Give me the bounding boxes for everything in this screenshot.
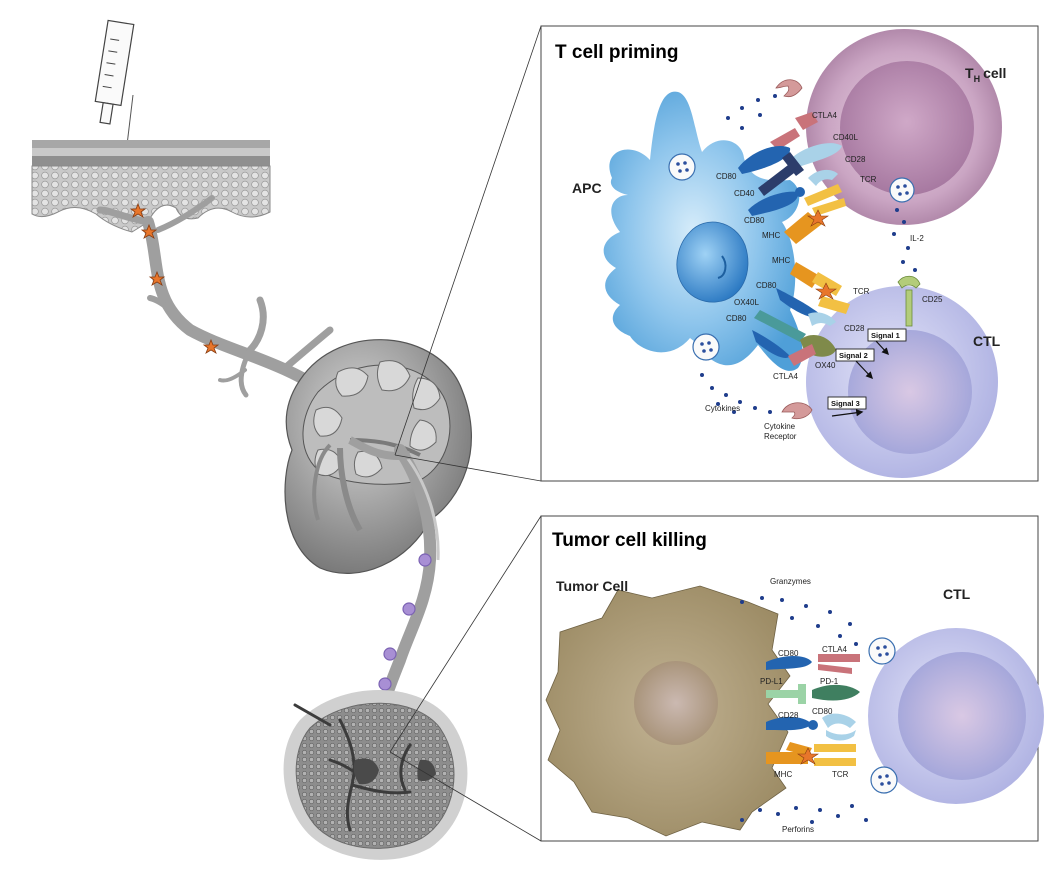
label-ctl-priming: CTL (973, 333, 1001, 349)
label-cd28-k: CD28 (778, 711, 799, 720)
granzyme-dots (740, 596, 858, 646)
skin-tissue (31, 140, 271, 233)
label-ox40l: OX40L (734, 298, 759, 307)
apc-cell (603, 91, 803, 371)
killing-panel: Tumor cell killing (540, 515, 1044, 842)
label-cd80-2: CD80 (744, 216, 765, 225)
label-cd28-2: CD28 (844, 324, 865, 333)
label-ctl-killing: CTL (943, 586, 971, 602)
perforin-dots (740, 804, 868, 824)
label-cd80-k2: CD80 (812, 707, 833, 716)
priming-title: T cell priming (555, 42, 679, 63)
label-tcr-2: TCR (853, 287, 870, 296)
ctl-cell-priming (806, 286, 998, 478)
label-perforins: Perforins (782, 825, 814, 834)
label-cd80-4: CD80 (726, 314, 747, 323)
label-mhc-1: MHC (762, 231, 780, 240)
label-cd25: CD25 (922, 295, 943, 304)
label-apc: APC (572, 180, 602, 196)
label-cytokine-receptor-2: Receptor (764, 432, 797, 441)
label-cd80-k1: CD80 (778, 649, 799, 658)
label-tcr-top: TCR (860, 175, 877, 184)
receptor-molecules (738, 79, 921, 420)
svg-text:Signal 2: Signal 2 (839, 351, 868, 360)
ctl-cell-killing (868, 628, 1044, 804)
label-mhc-k: MHC (774, 770, 792, 779)
label-cd80-1: CD80 (716, 172, 737, 181)
svg-text:Signal 3: Signal 3 (831, 399, 860, 408)
vesicle-icons (668, 153, 915, 361)
label-pd1: PD-1 (820, 677, 839, 686)
signal-3: Signal 3 (827, 396, 867, 417)
label-cd40l: CD40L (833, 133, 858, 142)
label-cd40: CD40 (734, 189, 755, 198)
callout-lines (389, 25, 542, 842)
priming-panel: T cell priming (540, 25, 1039, 482)
lymphatic-vessels (96, 195, 336, 401)
svg-text:Signal 1: Signal 1 (871, 331, 900, 340)
antigen-markers (129, 202, 332, 384)
th-cell (806, 29, 1002, 225)
label-granzymes: Granzymes (770, 577, 811, 586)
label-cytokines: Cytokines (705, 404, 740, 413)
lymph-node (284, 339, 472, 706)
killing-receptors (766, 654, 860, 766)
label-cd80-3: CD80 (756, 281, 777, 290)
label-tcr-k: TCR (832, 770, 849, 779)
label-ctla4-top: CTLA4 (812, 111, 837, 120)
label-cytokine-receptor-1: Cytokine (764, 422, 796, 431)
syringe-icon (94, 19, 135, 171)
label-il2: IL-2 (910, 234, 924, 243)
anatomy-illustration (31, 19, 542, 860)
cytokine-dots (700, 94, 917, 414)
t-cells-migrating (378, 553, 432, 691)
killing-labels: Tumor Cell CTL Granzymes Perforins CD80 … (556, 577, 971, 834)
label-cd28-top: CD28 (845, 155, 866, 164)
label-ctla4-2: CTLA4 (773, 372, 798, 381)
label-ox40: OX40 (815, 361, 836, 370)
tumor-tissue (283, 690, 468, 860)
signal-1: Signal 1 (867, 328, 907, 356)
granule-icons (868, 637, 898, 794)
killing-title: Tumor cell killing (552, 530, 707, 551)
label-ctla4-k: CTLA4 (822, 645, 847, 654)
label-tumor-cell: Tumor Cell (556, 578, 628, 594)
label-pdl1: PD-L1 (760, 677, 783, 686)
label-mhc-2: MHC (772, 256, 790, 265)
tumor-cell (545, 585, 791, 837)
signal-2: Signal 2 (835, 348, 875, 380)
